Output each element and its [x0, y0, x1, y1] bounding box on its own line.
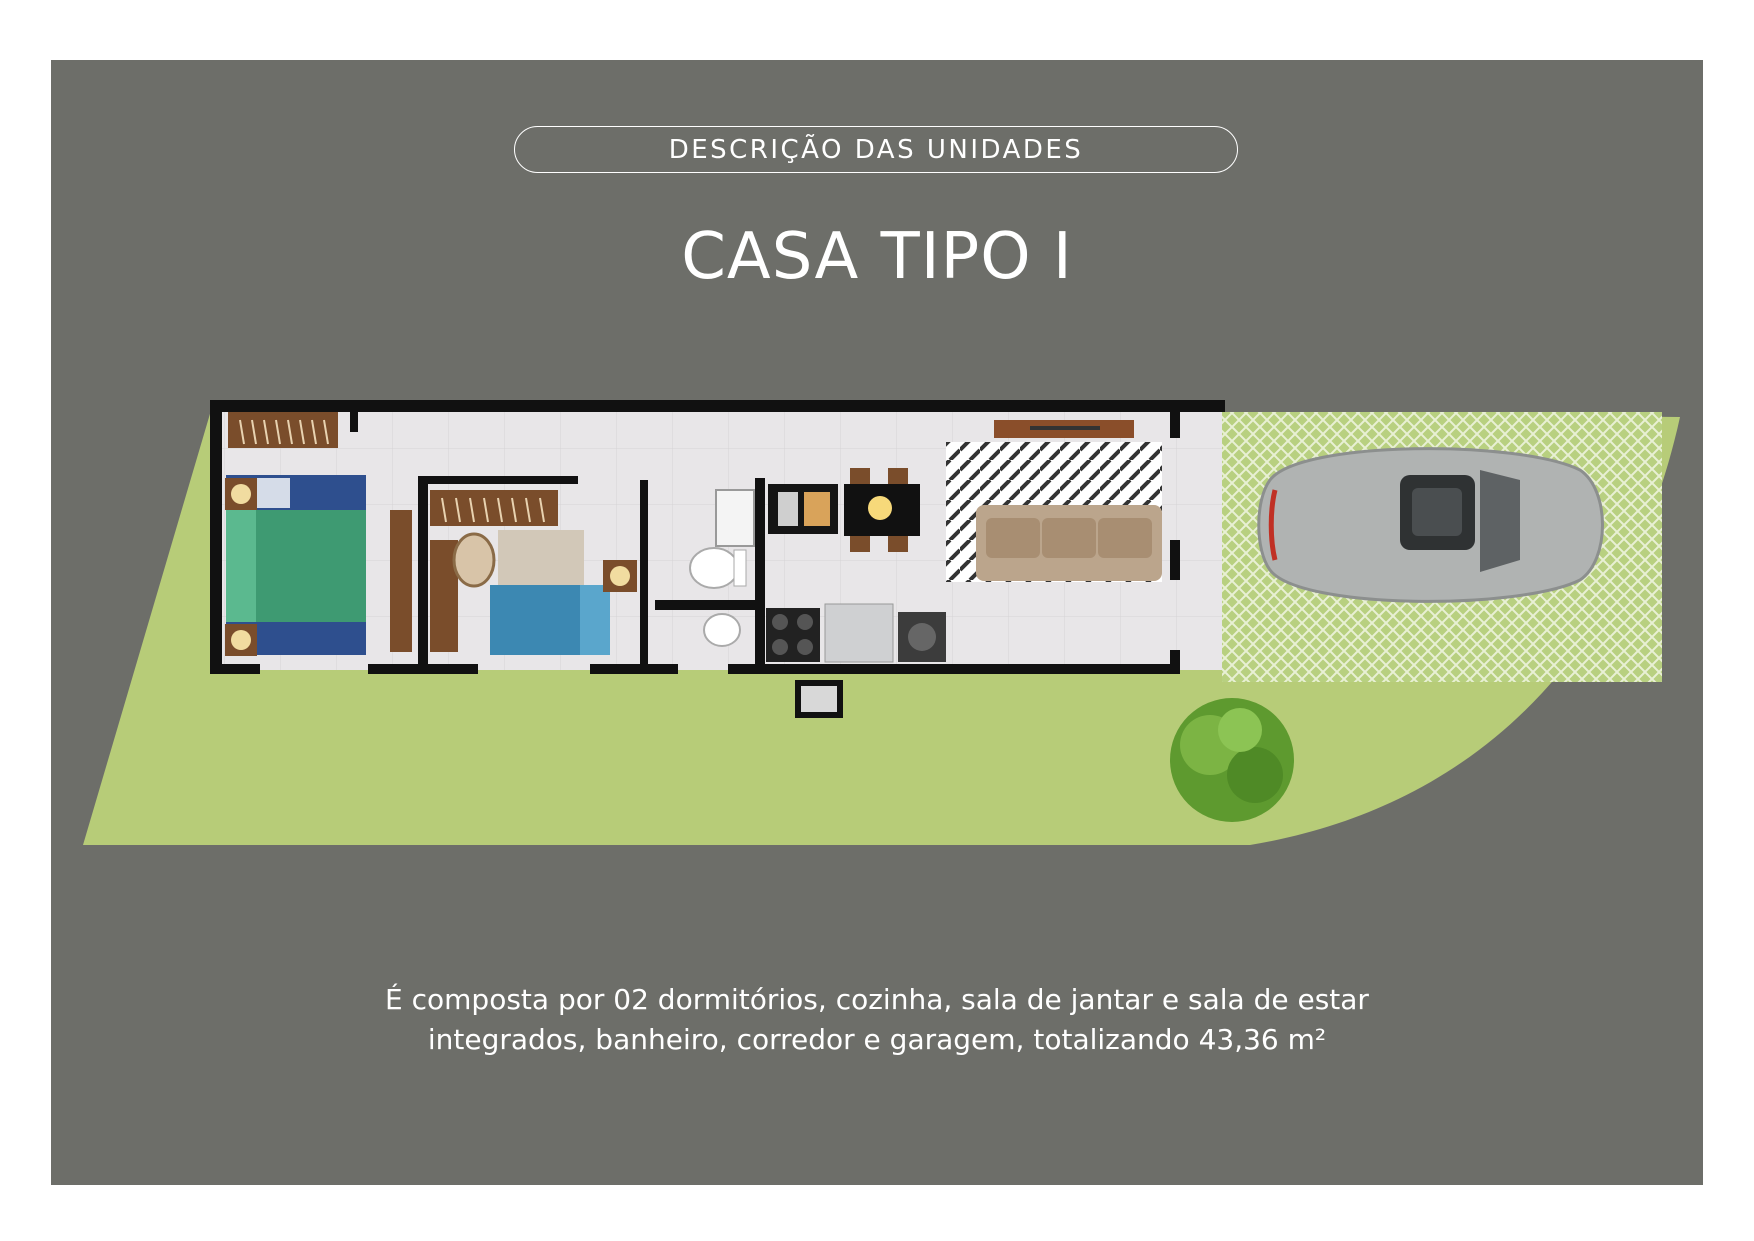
wardrobe-icon [430, 490, 558, 526]
kitchen [766, 484, 946, 718]
description-line-2: integrados, banheiro, corredor e garagem… [427, 1023, 1327, 1056]
bathroom [655, 489, 755, 647]
wardrobe-icon [228, 412, 338, 448]
dining-table-icon [844, 468, 920, 552]
walls [210, 400, 1225, 674]
stove-icon [766, 608, 820, 662]
sink-icon [715, 489, 755, 547]
page-title: CASA TIPO I [681, 220, 1073, 294]
dresser [390, 510, 412, 652]
rug-icon [498, 530, 584, 590]
living-room [946, 420, 1162, 582]
tree-icon [1170, 698, 1294, 822]
toilet-icon [689, 547, 739, 589]
car-icon [1257, 447, 1604, 603]
section-label: DESCRIÇÃO DAS UNIDADES [514, 126, 1238, 173]
description-line-1: É composta por 02 dormitórios, cozinha, … [385, 983, 1369, 1016]
unit-description: É composta por 02 dormitórios, cozinha, … [377, 980, 1377, 1060]
bedroom-1 [225, 412, 412, 656]
bedroom-2 [430, 490, 637, 655]
